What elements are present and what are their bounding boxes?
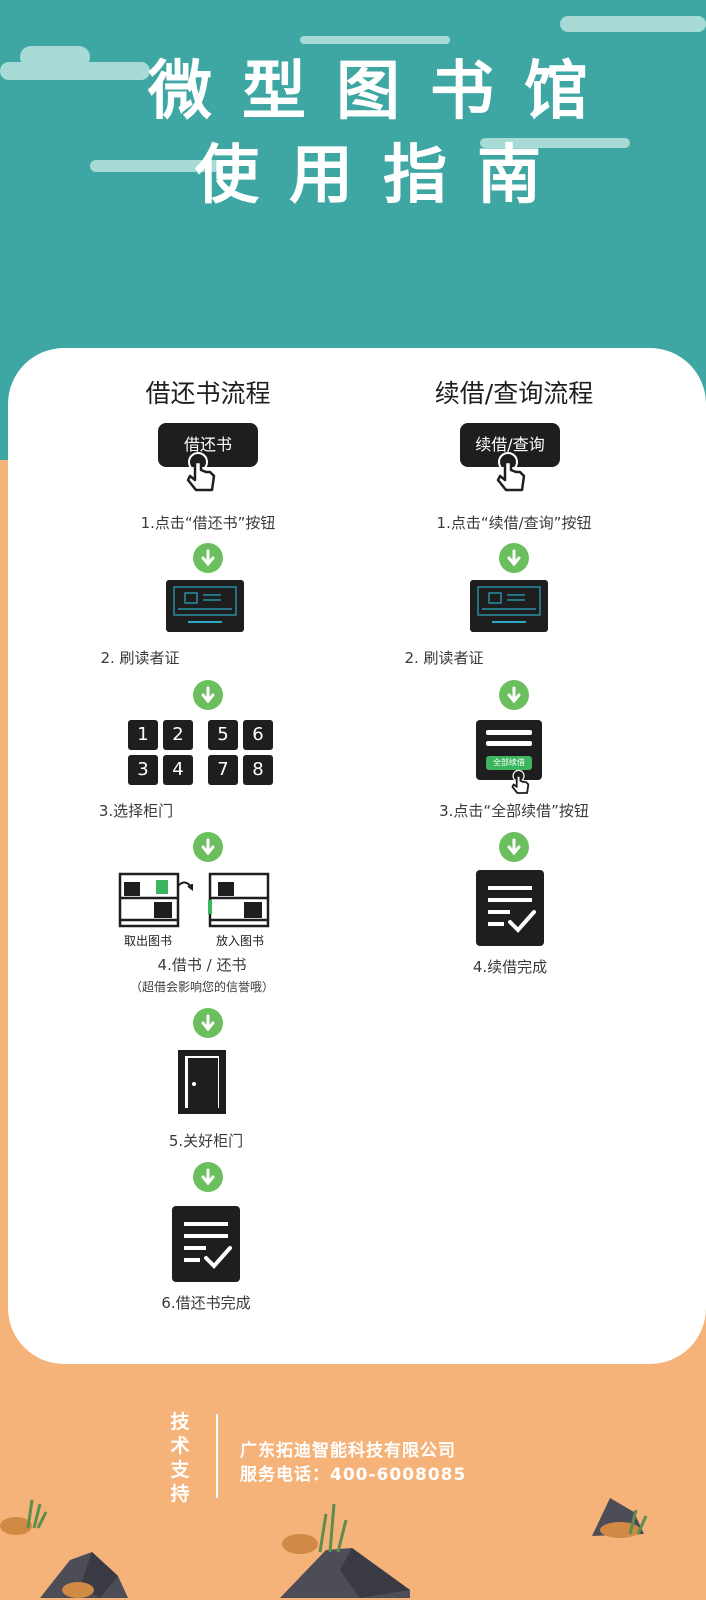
flow-title: 借还书流程 (145, 379, 271, 408)
hand-tap-icon (186, 452, 216, 492)
renew-all-screen-icon: 全部续借 (476, 720, 542, 780)
take-book-label: 取出图书 (124, 934, 173, 948)
checklist-done-icon (172, 1206, 240, 1282)
step-6-text: 6.借还书完成 (161, 1294, 251, 1312)
step-5-text: 5.关好柜门 (168, 1132, 244, 1150)
arrow-down-icon (193, 680, 223, 710)
hand-tap-icon (496, 452, 526, 492)
door-icon (178, 1050, 226, 1114)
renew-query-button: 续借/查询 (460, 423, 560, 467)
company-name: 广东拓迪智能科技有限公司 (240, 1441, 456, 1461)
cloud-decoration (480, 138, 630, 148)
rocks-decoration (0, 1498, 648, 1598)
page-title-line1: 微型图书馆 (148, 55, 618, 129)
step-3-text: 3.选择柜门 (98, 802, 174, 820)
flow-title: 续借/查询流程 (434, 379, 594, 408)
card-reader-icon (166, 580, 244, 632)
step-2-text: 2. 刷读者证 (404, 649, 484, 667)
cloud-decoration (300, 36, 450, 44)
renew-query-flow: 续借/查询流程 续借/查询 1.点击“续借/查询”按钮 2. 刷读者证 (364, 348, 664, 1048)
service-phone: 服务电话：400-6008085 (240, 1465, 467, 1485)
locker-key: 3 (128, 755, 158, 785)
arrow-down-icon (193, 1008, 223, 1038)
step-1-text: 1.点击“借还书”按钮 (140, 514, 276, 532)
step-1-text: 1.点击“续借/查询”按钮 (436, 514, 592, 532)
bookshelf-take-icon (118, 872, 180, 928)
arrow-down-icon (499, 832, 529, 862)
borrow-return-flow: 借还书流程 借还书 1.点击“借还书”按钮 2. 刷读者证 1 (58, 348, 358, 1348)
guide-card: 借还书流程 借还书 1.点击“借还书”按钮 2. 刷读者证 1 (8, 348, 706, 1364)
cloud-decoration (20, 46, 90, 68)
locker-key: 7 (208, 755, 238, 785)
locker-door-keypad: 1 2 5 6 3 4 7 8 (128, 720, 278, 790)
borrow-return-button: 借还书 (158, 423, 258, 467)
arrow-down-icon (193, 543, 223, 573)
locker-key: 6 (243, 720, 273, 750)
renew-all-button: 全部续借 (486, 756, 532, 770)
step-4-text: 4.借书 / 还书 (157, 956, 247, 974)
step-2-text: 2. 刷读者证 (100, 649, 180, 667)
locker-key: 5 (208, 720, 238, 750)
bookshelf-put-icon (208, 872, 270, 928)
footer-divider (216, 1414, 218, 1498)
arrow-down-icon (499, 543, 529, 573)
checklist-done-icon (476, 870, 544, 946)
cloud-decoration (560, 16, 706, 32)
locker-key: 2 (163, 720, 193, 750)
step-3-text: 3.点击“全部续借”按钮 (439, 802, 589, 820)
step-4-note: （超借会影响您的信誉哦） (129, 980, 274, 994)
card-reader-icon (470, 580, 548, 632)
support-label: 技术支持 (170, 1411, 190, 1505)
arrow-down-icon (193, 1162, 223, 1192)
step-4-text: 4.续借完成 (472, 958, 548, 976)
hand-tap-icon (511, 769, 530, 794)
return-arrow-icon (177, 881, 193, 891)
arrow-down-icon (193, 832, 223, 862)
locker-key: 1 (128, 720, 158, 750)
put-book-label: 放入图书 (216, 934, 265, 948)
locker-key: 8 (243, 755, 273, 785)
arrow-down-icon (499, 680, 529, 710)
cloud-decoration (90, 160, 220, 172)
page-title-line2: 使用指南 (195, 139, 571, 213)
locker-key: 4 (163, 755, 193, 785)
